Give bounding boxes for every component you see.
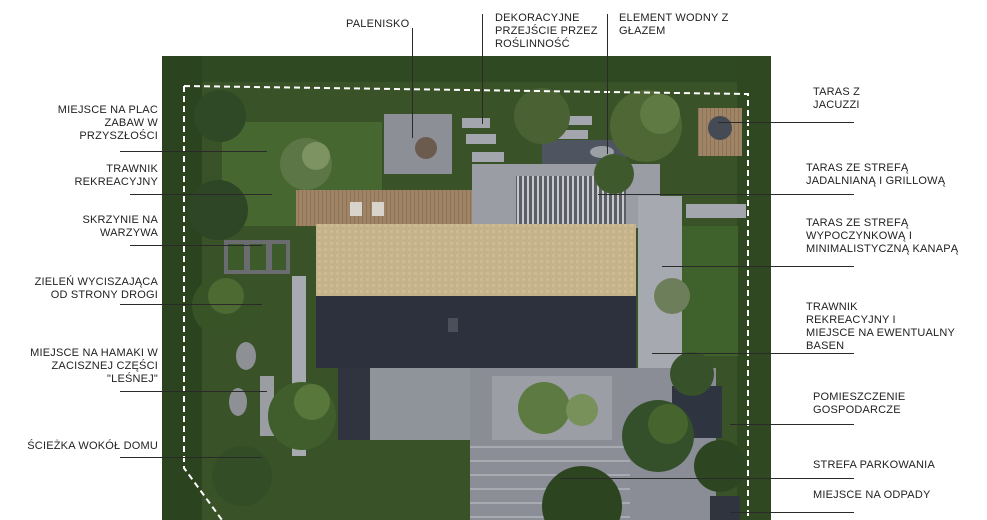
label-taras-wypoczynek: TARAS ZE STREFĄ WYPOCZYNKOWĄ I MINIMALIS… xyxy=(806,217,959,255)
firepit xyxy=(415,137,437,159)
leader-line xyxy=(130,194,272,195)
hedge-left xyxy=(162,56,202,520)
leader-line xyxy=(652,353,854,354)
leader-line xyxy=(662,266,854,267)
leader-line xyxy=(120,457,262,458)
label-trawnik-rekreacyjny: TRAWNIK REKREACYJNY xyxy=(74,163,158,188)
label-palenisko: PALENISKO xyxy=(346,18,410,30)
house-roof-dark xyxy=(316,296,636,368)
jacuzzi xyxy=(708,116,732,140)
leader-line xyxy=(412,28,413,138)
leader-line xyxy=(120,304,262,305)
leader-line xyxy=(130,245,262,246)
plot-boundary xyxy=(183,85,749,520)
label-hamaki: MIEJSCE NA HAMAKI W ZACISZNEJ CZĘŚCI "LE… xyxy=(30,347,158,385)
aerial-garden-plan xyxy=(162,56,771,520)
label-dekoracyjne: DEKORACYJNE PRZEJŚCIE PRZEZ ROŚLINNOŚĆ xyxy=(495,12,598,50)
leader-line xyxy=(730,512,854,513)
house-roof-light xyxy=(316,224,636,296)
leader-line xyxy=(120,391,267,392)
leader-line xyxy=(598,194,854,195)
label-element-wodny: ELEMENT WODNY Z GŁAZEM xyxy=(619,12,729,37)
label-pomieszczenie: POMIESZCZENIE GOSPODARCZE xyxy=(813,391,906,416)
hedge-right xyxy=(737,56,771,520)
label-trawnik-basen: TRAWNIK REKREACYJNY I MIEJSCE NA EWENTUA… xyxy=(806,301,956,352)
leader-line xyxy=(730,424,854,425)
label-taras-jadalnia: TARAS ZE STREFĄ JADALNIANĄ I GRILLOWĄ xyxy=(806,162,946,187)
label-skrzynie: SKRZYNIE NA WARZYWA xyxy=(82,214,158,239)
waste-area xyxy=(710,496,740,520)
lawn-pool xyxy=(682,226,738,356)
leader-line xyxy=(607,14,608,154)
label-zielen: ZIELEŃ WYCISZAJĄCA OD STRONY DROGI xyxy=(34,276,158,301)
leader-line xyxy=(718,122,854,123)
label-taras-jacuzzi: TARAS Z JACUZZI xyxy=(813,86,861,111)
label-parking: STREFA PARKOWANIA xyxy=(813,459,935,471)
label-sciezka: ŚCIEŻKA WOKÓŁ DOMU xyxy=(27,440,158,452)
garage-roof xyxy=(370,368,470,440)
shrub-group xyxy=(518,382,570,434)
leader-line xyxy=(560,478,854,479)
label-plac-zabaw: MIEJSCE NA PLAC ZABAW W PRZYSZŁOŚCI xyxy=(57,104,158,142)
hedge-top xyxy=(162,56,771,82)
leader-line xyxy=(482,14,483,124)
label-odpady: MIEJSCE NA ODPADY xyxy=(813,489,931,501)
leader-line xyxy=(120,151,267,152)
